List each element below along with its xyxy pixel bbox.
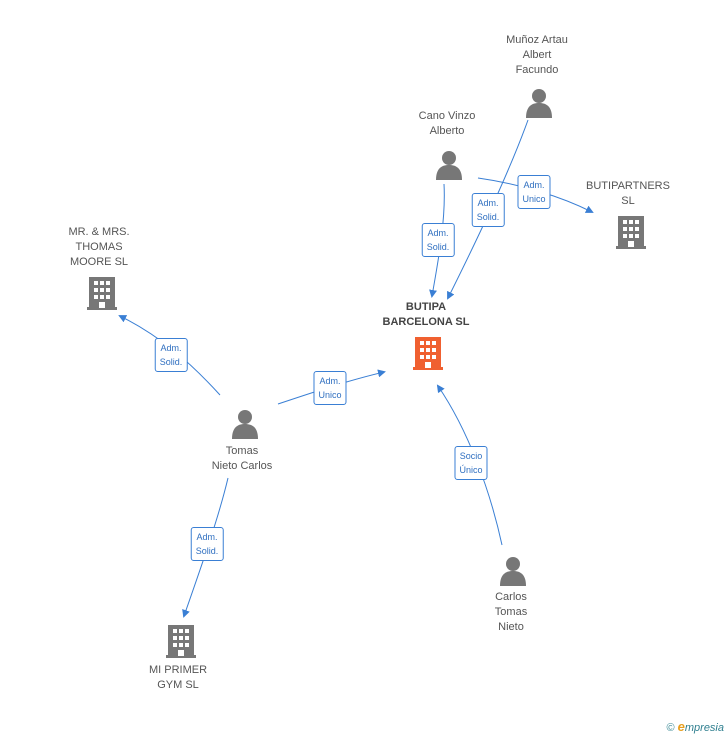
node-label-thomas-moore[interactable]: MR. & MRS. THOMAS MOORE SL bbox=[68, 226, 130, 268]
person-icon-carlos[interactable] bbox=[500, 557, 526, 586]
brand-logo-letter: e bbox=[677, 719, 685, 734]
footer-brand[interactable]: © empresia bbox=[666, 719, 724, 734]
node-label-mi-primer-gym[interactable]: MI PRIMER GYM SL bbox=[148, 664, 208, 691]
person-icon-tomas[interactable] bbox=[232, 410, 258, 439]
node-label-cano[interactable]: Cano Vinzo Alberto bbox=[418, 110, 476, 137]
building-icon-mi-primer-gym[interactable] bbox=[166, 625, 196, 658]
edge-label-tomas-thomas[interactable]: Adm. Solid. bbox=[154, 338, 188, 372]
person-icon-cano[interactable] bbox=[436, 151, 462, 180]
edge-label-carlos-butipa[interactable]: Socio Único bbox=[454, 446, 488, 480]
person-icon-munoz[interactable] bbox=[526, 89, 552, 118]
brand-name: mpresia bbox=[684, 722, 724, 734]
edge-label-munoz-butipa[interactable]: Adm. Solid. bbox=[471, 193, 505, 227]
node-label-butipartners[interactable]: BUTIPARTNERS SL bbox=[586, 180, 670, 207]
edge-label-cano-butipartners[interactable]: Adm. Unico bbox=[517, 175, 551, 209]
building-icon-butipa-main[interactable] bbox=[413, 337, 443, 370]
node-label-munoz[interactable]: Muñoz Artau Albert Facundo bbox=[506, 34, 568, 76]
copyright-icon: © bbox=[666, 722, 675, 734]
building-icon-butipartners[interactable] bbox=[616, 216, 646, 249]
edge-label-tomas-gym[interactable]: Adm. Solid. bbox=[190, 527, 224, 561]
node-label-butipa-main[interactable]: BUTIPA BARCELONA SL bbox=[382, 301, 470, 328]
edge-label-cano-butipa[interactable]: Adm. Solid. bbox=[421, 223, 455, 257]
edge-label-tomas-butipa[interactable]: Adm. Unico bbox=[313, 371, 347, 405]
node-label-carlos[interactable]: Carlos Tomas Nieto bbox=[494, 591, 528, 633]
building-icon-thomas-moore[interactable] bbox=[87, 277, 117, 310]
node-label-tomas[interactable]: Tomas Nieto Carlos bbox=[211, 445, 273, 472]
